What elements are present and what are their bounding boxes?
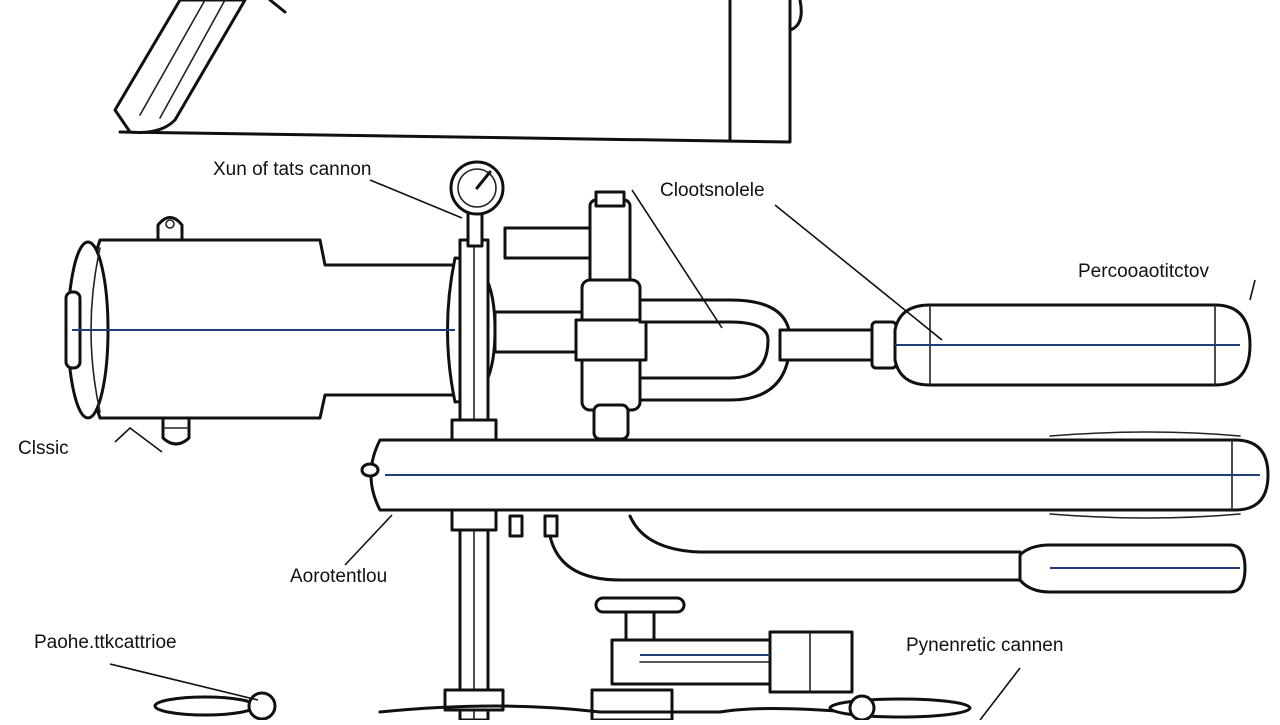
pressure-gauge: [449, 160, 505, 248]
label-upper-right: Clootsnolele: [660, 180, 765, 201]
leader-bottom-right: [979, 667, 1021, 721]
leader-upper-right: [631, 189, 723, 329]
label-left-chamber: Clssic: [18, 438, 69, 459]
u-loop-pipe: [638, 298, 898, 402]
label-bottom-right: Pynenretic cannen: [906, 635, 1064, 656]
leader-far-right: [1249, 279, 1256, 301]
label-lower-left: Aorotentlou: [290, 566, 388, 587]
lower-hose-cylinder: [508, 514, 1247, 594]
valve-assembly: [493, 190, 648, 441]
top-housing: [113, 0, 803, 144]
leader-upper-right-tank: [774, 204, 943, 341]
leader-top-gauge: [369, 179, 463, 219]
leader-left-chamber: [114, 426, 163, 453]
label-top-gauge: Xun of tats cannon: [213, 159, 372, 180]
centerlines: [72, 329, 1260, 656]
label-bottom-left: Paohe.ttkcattrioe: [34, 632, 177, 653]
leader-lines: [109, 179, 1256, 721]
base-valve-assembly: [153, 596, 972, 722]
label-far-right: Percooaotitctov: [1078, 261, 1209, 282]
leader-lower-left: [344, 514, 393, 566]
leader-bottom-left: [109, 663, 259, 701]
